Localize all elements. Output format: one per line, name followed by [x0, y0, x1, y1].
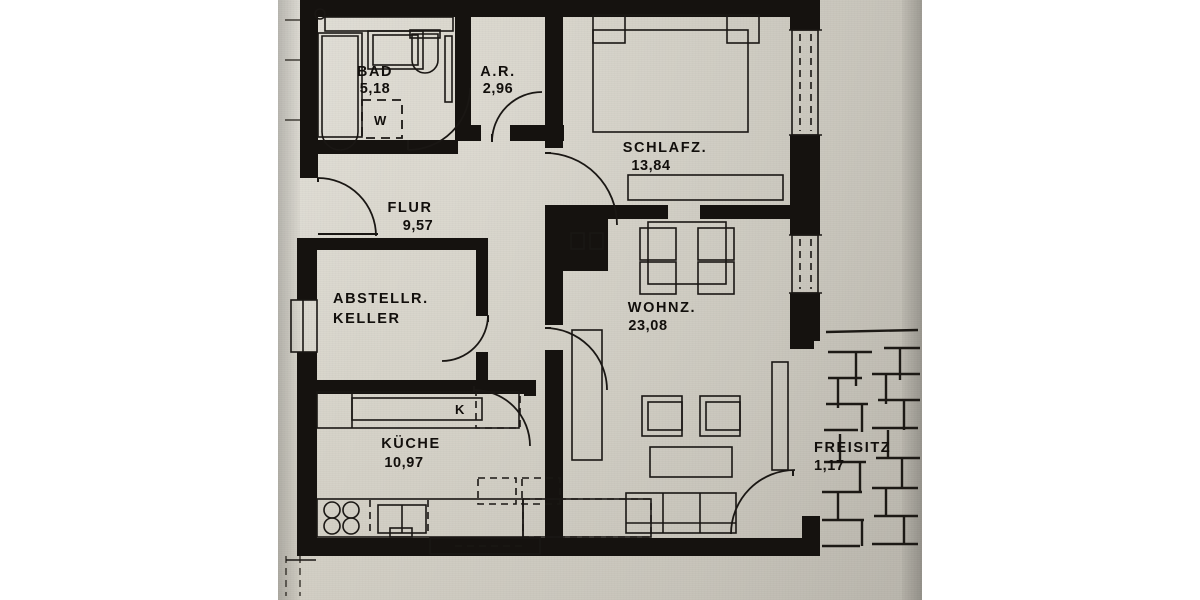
living-room-furniture	[570, 221, 789, 534]
doors	[317, 87, 796, 535]
room-area-wohnz: 23,08	[628, 318, 667, 334]
room-area-flur: 9,57	[403, 218, 434, 234]
room-label-ar: A.R.	[480, 64, 515, 80]
dimension-lines	[285, 19, 316, 596]
kitchen-fixtures	[316, 391, 652, 538]
room-area-kueche: 10,97	[384, 455, 423, 471]
terrace-paving	[822, 328, 920, 548]
room-label-wohnz: WOHNZ.	[628, 300, 696, 316]
bathroom-fixtures	[317, 29, 453, 151]
paper-fold-right-shadow	[902, 0, 922, 600]
room-label-flur: FLUR	[387, 200, 432, 216]
room-area-ar: 2,96	[483, 81, 514, 97]
exterior-walls	[297, 0, 820, 556]
bedroom-furniture	[592, 14, 784, 201]
room-area-schlafz: 13,84	[631, 158, 670, 174]
fridge-tag: K	[455, 402, 465, 417]
room-area-bad: 5,18	[360, 81, 391, 97]
room-label-kueche: KÜCHE	[381, 435, 441, 452]
interior-walls	[310, 0, 795, 540]
washer-tag: W	[374, 113, 387, 128]
room-labels: BAD 5,18 A.R. 2,96 SCHLAFZ. 13,84 FLUR 9…	[333, 64, 891, 474]
room-label-bad: BAD	[357, 64, 393, 80]
room-label-keller: KELLER	[333, 311, 401, 327]
room-label-freisitz: FREISITZ	[814, 440, 891, 456]
room-label-schlafz: SCHLAFZ.	[623, 140, 708, 156]
room-area-freisitz: 1,17	[814, 458, 845, 474]
room-label-abstellr: ABSTELLR.	[333, 291, 429, 307]
paper-fold-left-shadow	[278, 0, 300, 600]
